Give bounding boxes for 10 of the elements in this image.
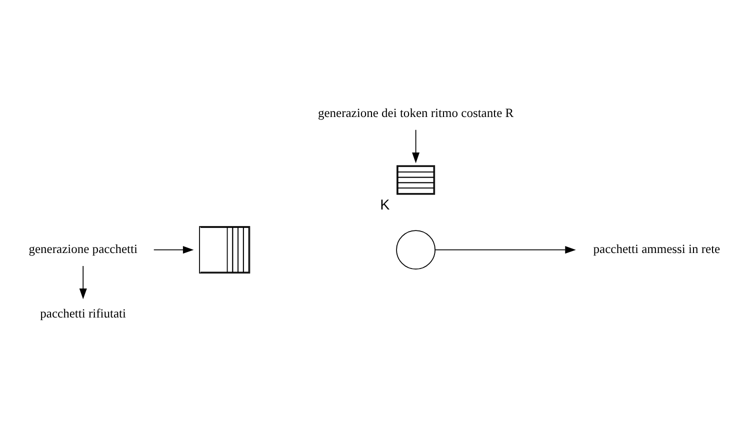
node-text: pacchetti rifiutati: [40, 306, 126, 321]
node-text: pacchetti ammessi in rete: [593, 242, 720, 256]
node-label: K: [380, 197, 390, 214]
arrow: [79, 266, 87, 300]
arrow: [412, 129, 420, 164]
arrow: [153, 246, 194, 254]
node-circle: [396, 230, 436, 270]
arrow: [434, 246, 576, 254]
node-text: generazione pacchetti: [28, 242, 138, 256]
node-text: generazione dei token ritmo costante R: [318, 106, 514, 120]
